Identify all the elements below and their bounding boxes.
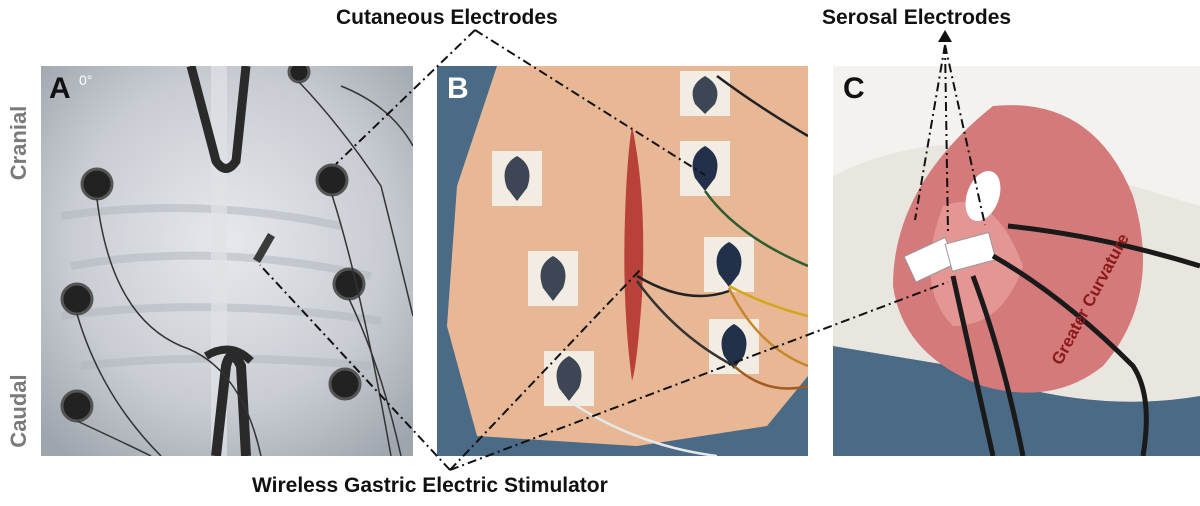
cranial-label: Cranial — [6, 105, 31, 181]
xray-stimulator — [253, 233, 275, 263]
panel-c-stomach: Greater Curvature C — [833, 66, 1200, 456]
panel-b-skin: B — [437, 66, 808, 456]
panel-letter-c: C — [843, 72, 865, 105]
serosal-electrodes-label: Serosal Electrodes — [822, 6, 1012, 29]
panel-a-degree-mark: 0° — [79, 72, 93, 88]
stomach-image: Greater Curvature — [833, 66, 1200, 456]
cutaneous-electrodes-label: Cutaneous Electrodes — [336, 6, 558, 29]
xray-image — [41, 66, 413, 456]
wireless-stimulator-label: Wireless Gastric Electric Stimulator — [252, 474, 608, 497]
skin-image — [437, 66, 808, 456]
panel-letter-b: B — [447, 72, 469, 105]
caudal-label: Caudal — [6, 374, 31, 448]
panel-letter-a: A — [49, 72, 71, 105]
panel-a-xray: A 0° — [41, 66, 413, 456]
